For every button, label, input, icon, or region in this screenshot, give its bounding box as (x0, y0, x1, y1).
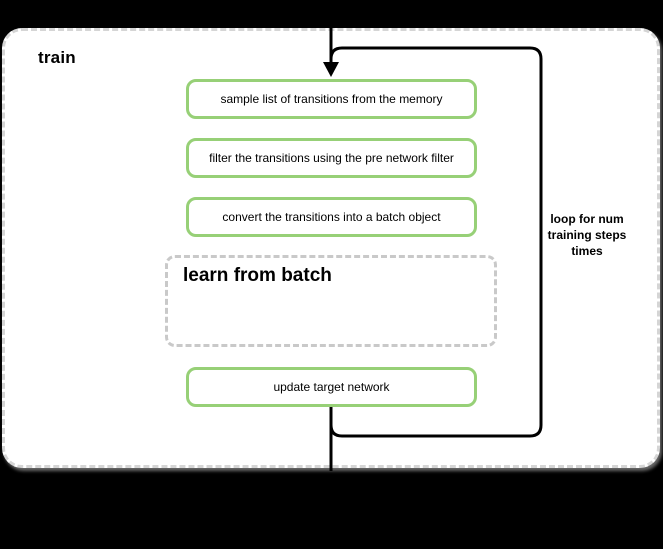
step-convert-batch: convert the transitions into a batch obj… (186, 197, 477, 237)
step-label: filter the transitions using the pre net… (209, 151, 454, 165)
arrowhead-icon (323, 62, 339, 77)
loop-annotation: loop for num training steps times (547, 212, 627, 258)
step-label: update target network (273, 380, 390, 394)
subprocess-learn-from-batch: learn from batch (165, 255, 497, 347)
step-label: sample list of transitions from the memo… (220, 92, 443, 106)
step-label: convert the transitions into a batch obj… (222, 210, 441, 224)
step-update-target-network: update target network (186, 367, 477, 407)
loop-boundary (329, 46, 543, 438)
subprocess-label: learn from batch (183, 265, 332, 286)
step-sample-transitions: sample list of transitions from the memo… (186, 79, 477, 119)
step-filter-transitions: filter the transitions using the pre net… (186, 138, 477, 178)
train-group-title: train (38, 48, 76, 67)
